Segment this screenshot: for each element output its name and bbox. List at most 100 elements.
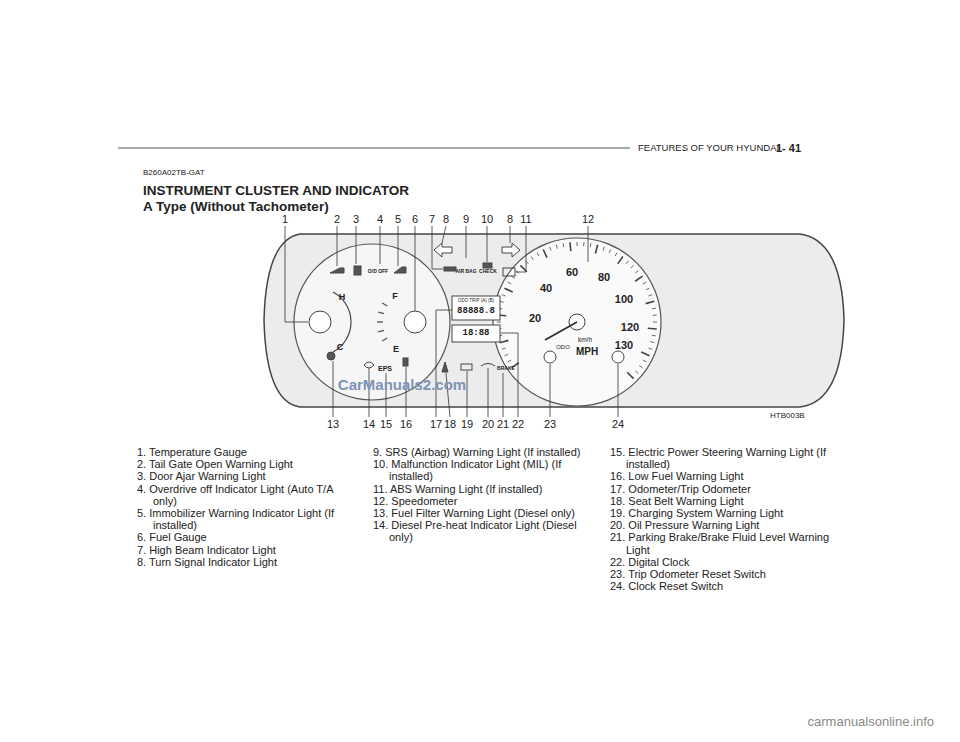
- speed-tick: [595, 245, 597, 254]
- speed-tick: [646, 301, 655, 303]
- callout-number: 16: [400, 418, 412, 430]
- list-item: 24. Clock Reset Switch: [610, 580, 835, 592]
- speed-tick: [543, 249, 547, 257]
- warning-text: AIR BAG: [455, 269, 476, 275]
- list-item: 20. Oil Pressure Warning Light: [610, 519, 835, 531]
- speed-tick: [508, 360, 511, 362]
- speed-tick: [504, 288, 512, 292]
- speed-number: 130: [615, 339, 633, 351]
- list-item: 18. Seat Belt Warning Light: [610, 495, 835, 507]
- speed-number: 100: [615, 293, 633, 305]
- legend-column: 15. Electric Power Steering Warning Ligh…: [610, 446, 835, 592]
- section-code: B260A02TB-GAT: [143, 169, 205, 178]
- immobilizer-icon: [394, 267, 406, 273]
- speed-number: 120: [621, 321, 639, 333]
- page-title: INSTRUMENT CLUSTER AND INDICATOR: [143, 183, 409, 198]
- legend-column: 1. Temperature Gauge2. Tail Gate Open Wa…: [137, 446, 352, 568]
- callout-number: 14: [363, 418, 375, 430]
- legend-column: 9. SRS (Airbag) Warning Light (If instal…: [373, 446, 593, 544]
- callout-number: 18: [444, 418, 456, 430]
- speed-number: 40: [540, 282, 552, 294]
- fuel-needle-hub: [404, 311, 426, 333]
- fuel-tick: [377, 321, 383, 322]
- list-item: 12. Speedometer: [373, 495, 593, 507]
- watermark: CarManuals2.com: [338, 377, 466, 394]
- list-item: 19. Charging System Warning Light: [610, 507, 835, 519]
- callout-number: 21: [497, 418, 509, 430]
- running-header: FEATURES OF YOUR HYUNDAI: [638, 143, 779, 153]
- speed-tick: [635, 276, 642, 281]
- list-item: 22. Digital Clock: [610, 556, 835, 568]
- gauge-mark: H: [339, 293, 346, 303]
- list-item: 11. ABS Warning Light (If installed): [373, 483, 593, 495]
- speed-tick: [639, 366, 642, 368]
- callout-number: 5: [395, 213, 401, 225]
- list-item: 17. Odometer/Trip Odometer: [610, 483, 835, 495]
- callout-number: 3: [353, 213, 359, 225]
- speed-tick: [508, 282, 511, 284]
- list-item: 23. Trip Odometer Reset Switch: [610, 568, 835, 580]
- list-item: 8. Turn Signal Indicator Light: [137, 556, 352, 568]
- list-item: 6. Fuel Gauge: [137, 531, 352, 543]
- callout-number: 17: [430, 418, 442, 430]
- speed-tick: [583, 242, 584, 246]
- header-rule: [118, 148, 630, 149]
- list-item: 4. Overdrive off Indicator Light (Auto T…: [137, 483, 352, 507]
- callout-number: 2: [334, 213, 340, 225]
- page-number: 1- 41: [776, 142, 801, 154]
- high-beam-icon: [444, 267, 456, 271]
- speed-tick: [618, 256, 623, 263]
- callout-number: 7: [429, 213, 435, 225]
- list-item: 15. Electric Power Steering Warning Ligh…: [610, 446, 835, 470]
- speed-tick: [652, 308, 656, 310]
- odometer-display: [452, 296, 500, 320]
- list-item: 21. Parking Brake/Brake Fluid Level Warn…: [610, 531, 835, 555]
- gauge-mark: C: [337, 343, 344, 353]
- cluster-housing: [264, 234, 844, 407]
- abs-icon: [503, 268, 515, 276]
- speed-tick: [626, 261, 629, 264]
- list-item: 2. Tail Gate Open Warning Light: [137, 458, 352, 470]
- callout-number: 19: [461, 418, 473, 430]
- leader-lines: [285, 226, 618, 417]
- low-fuel-icon: [403, 358, 408, 366]
- speed-tick: [497, 322, 501, 323]
- speed-tick: [641, 352, 649, 356]
- callout-number: 11: [520, 213, 531, 225]
- speed-tick: [635, 371, 638, 374]
- warning-text: CHECK: [479, 269, 497, 275]
- list-item: 5. Immobilizer Warning Indicator Light (…: [137, 507, 352, 531]
- speed-tick: [643, 282, 646, 284]
- right-turn-icon: [502, 243, 520, 257]
- temperature-arc: [333, 292, 351, 352]
- callout-number: 13: [327, 418, 339, 430]
- callout-number: 9: [463, 213, 469, 225]
- speed-tick: [615, 253, 617, 256]
- preheat-icon: [364, 362, 374, 368]
- gauge-mark: E: [393, 345, 399, 355]
- callout-number: 12: [582, 213, 594, 225]
- callout-number: 22: [512, 418, 524, 430]
- speed-tick: [631, 265, 634, 268]
- speed-tick: [504, 354, 508, 356]
- speed-tick: [531, 256, 533, 259]
- speed-tick: [563, 243, 565, 247]
- speed-tick: [627, 372, 633, 378]
- subtitle: A Type (Without Tachometer): [143, 200, 329, 215]
- speed-tick: [635, 271, 638, 274]
- trip-reset-knob: [544, 351, 556, 363]
- list-item: 10. Malfunction Indicator Light (MIL) (I…: [373, 458, 593, 482]
- callout-number: 23: [544, 418, 556, 430]
- callout-number: 1: [282, 213, 288, 225]
- list-item: 13. Fuel Filter Warning Light (Diesel on…: [373, 507, 593, 519]
- speed-tick: [500, 340, 509, 342]
- tailgate-icon: [330, 268, 344, 273]
- speed-tick: [502, 348, 506, 349]
- display-digits: 88888.8: [457, 307, 495, 317]
- fuel-tick: [378, 312, 384, 314]
- speedometer-needle: [545, 322, 577, 340]
- display-digits: 18:88: [462, 329, 489, 339]
- figure-code: HTB003B: [770, 412, 805, 421]
- fuel-tick: [382, 338, 387, 341]
- speed-tick: [653, 315, 657, 316]
